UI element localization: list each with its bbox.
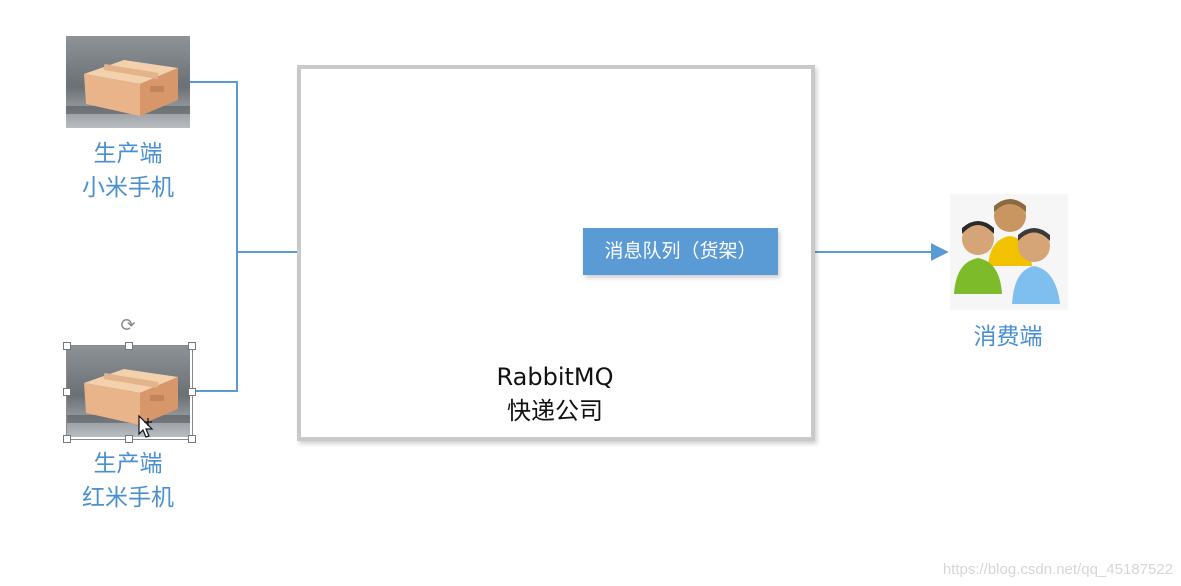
producer-bottom-connector (190, 252, 238, 392)
producer-top-connector (190, 81, 238, 252)
producer-top-box-image[interactable] (66, 36, 190, 128)
package-box-icon (66, 345, 190, 437)
producer-top-label: 生产端 小米手机 (58, 137, 198, 205)
package-box-icon (66, 36, 190, 128)
broker-subtitle: 快递公司 (507, 397, 603, 425)
people-group-icon[interactable] (950, 194, 1068, 310)
rabbitmq-label: RabbitMQ 快递公司 (455, 360, 655, 428)
move-cursor-icon (136, 414, 160, 442)
producer-bottom-device: 红米手机 (82, 485, 174, 511)
producer-bottom-role: 生产端 (93, 451, 163, 477)
producer-top-device: 小米手机 (82, 175, 174, 201)
producer-top-role: 生产端 (93, 141, 163, 167)
message-queue-box[interactable]: 消息队列（货架） (583, 228, 778, 275)
rotate-handle-icon[interactable]: ⟳ (120, 315, 136, 336)
producer-bottom-box-image[interactable] (66, 345, 190, 437)
watermark-text: https://blog.csdn.net/qq_45187522 (942, 561, 1173, 578)
consumer-label: 消费端 (973, 324, 1043, 350)
broker-name: RabbitMQ (496, 363, 614, 391)
producer-bottom-label: 生产端 红米手机 (58, 447, 198, 515)
